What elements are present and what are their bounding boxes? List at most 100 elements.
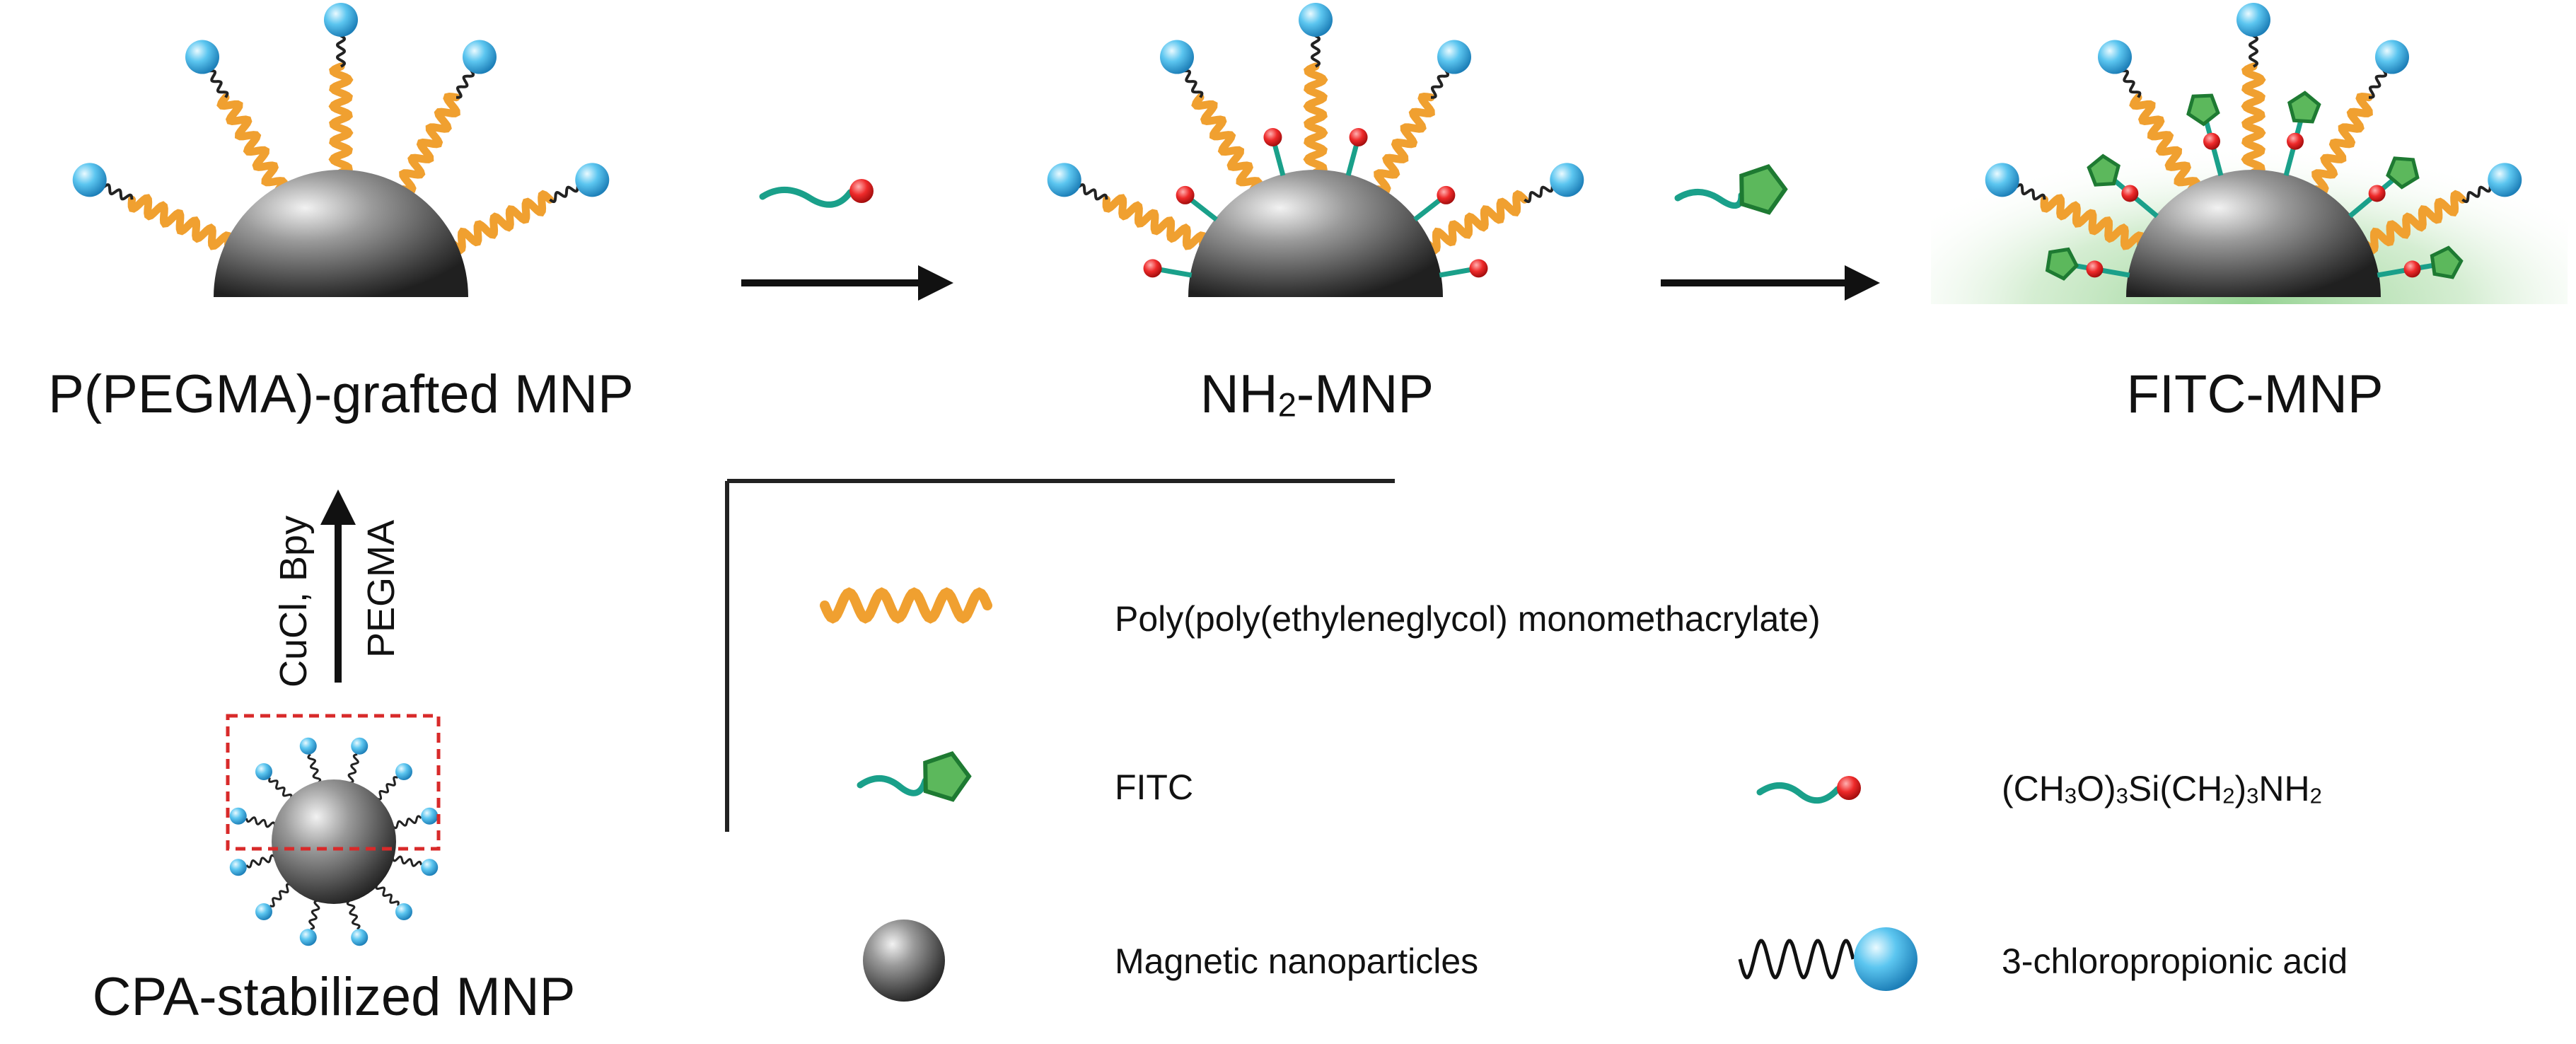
fitc-pentagon: [2087, 153, 2120, 187]
pegma-chain: [450, 190, 554, 255]
legend-silane-label: (CH3O)3Si(CH2)3NH2: [2002, 769, 2322, 808]
reaction-conditions-catalyst: CuCl, Bpy: [272, 515, 315, 688]
cpa-ligand-sphere: [421, 859, 439, 876]
cpa-ligand-sphere: [299, 929, 317, 946]
cpa-ligand-tether: [391, 855, 423, 867]
amine-silane-reagent-icon: [759, 179, 874, 208]
cpa-ligand-tether: [268, 777, 293, 799]
cpa-ligand-sphere: [421, 807, 439, 825]
cpa-sphere: [575, 163, 610, 197]
cpa-ligand-tether: [375, 884, 400, 906]
amine-dot: [1143, 259, 1162, 278]
cpa-sphere: [185, 40, 219, 74]
mnp-hemisphere-3: [2126, 170, 2381, 297]
mnp-hemisphere-1: [214, 170, 468, 297]
label-nh2-mnp: NH2-MNP: [1200, 364, 1434, 424]
amine-dot: [1437, 185, 1456, 204]
cpa-sphere: [2098, 40, 2132, 74]
fitc-pentagon: [2045, 247, 2079, 281]
legend-silane-icon: [1756, 776, 1861, 804]
cpa-ligand-tether: [307, 753, 322, 784]
cpa-ligand-tether: [245, 816, 277, 828]
cpa-sphere: [1985, 163, 2019, 197]
cpa-sphere: [1047, 163, 1081, 197]
label-cpa-stabilized-mnp: CPA-stabilized MNP: [92, 967, 576, 1027]
pegma-chain: [1303, 62, 1328, 177]
thiourea-dot: [2121, 185, 2139, 202]
label-pegma-grafted-mnp: P(PEGMA)-grafted MNP: [48, 364, 634, 424]
cpa-ligand-sphere: [395, 903, 412, 920]
thiourea-dot: [2287, 132, 2304, 150]
fitc-reagent-icon: [1674, 163, 1788, 215]
cpa-ligand-sphere: [255, 903, 273, 920]
cpa-ligand-sphere: [229, 807, 247, 825]
pegma-chain: [216, 93, 288, 194]
cpa-ligand-sphere: [351, 929, 369, 946]
mnp-hemisphere-2: [1188, 170, 1443, 297]
legend-pegma-label: Poly(poly(ethyleneglycol) monomethacryla…: [1115, 599, 1821, 639]
cpa-sphere: [1299, 3, 1333, 37]
cpa-ligand-tether: [308, 899, 320, 931]
pegma-chain: [328, 62, 354, 177]
cpa-sphere: [2488, 163, 2522, 197]
cpa-sphere: [2236, 3, 2270, 37]
legend-pegma-icon: [820, 587, 992, 624]
pegma-chain: [2129, 93, 2200, 194]
cpa-sphere: [72, 163, 107, 197]
pegma-chain: [1425, 190, 1528, 255]
pegma-chain: [1191, 93, 1263, 194]
pegma-grafted-chains: [72, 3, 610, 255]
amine-linker-chains: [1047, 3, 1584, 255]
pegma-chain: [2311, 92, 2373, 195]
cpa-ligand-tether: [391, 815, 422, 830]
pegma-chain: [1102, 194, 1207, 250]
pegma-chain: [2241, 62, 2266, 177]
fitc-labelled-chains: [1985, 3, 2522, 255]
fitc-surface-groups: [2045, 91, 2464, 281]
legend-cpa-label: 3-chloropropionic acid: [2002, 941, 2348, 981]
fitc-pentagon: [2287, 91, 2321, 124]
cpa-sphere: [2375, 40, 2409, 74]
legend-fitc-label: FITC: [1115, 767, 1194, 807]
cpa-mnp-sphere: [272, 779, 396, 904]
cpa-sphere: [324, 3, 358, 37]
amine-dot: [1469, 259, 1488, 278]
pegma-chain: [1374, 92, 1435, 195]
fitc-pentagon: [2430, 245, 2464, 279]
legend-fitc-icon: [857, 750, 972, 802]
cpa-ligand-sphere: [255, 763, 273, 781]
pegma-chain: [399, 92, 460, 195]
amine-dot: [1349, 127, 1368, 146]
legend-mnp-icon: [863, 920, 945, 1002]
thiourea-dot: [2203, 132, 2220, 150]
pegma-chain: [127, 194, 233, 250]
reaction-conditions-monomer: PEGMA: [360, 519, 402, 658]
cpa-mnp-highlight-box: [226, 714, 441, 851]
fitc-pentagon: [2186, 93, 2220, 127]
pegma-chain: [2362, 190, 2466, 255]
legend-cpa-icon: [1738, 927, 1918, 991]
cpa-ligand-tether: [346, 899, 361, 930]
cpa-ligand-tether: [245, 854, 277, 869]
fitc-pentagon: [2386, 156, 2420, 190]
amine-surface-groups: [1143, 127, 1488, 278]
legend-frame: [725, 479, 1395, 832]
cpa-sphere: [463, 40, 497, 74]
cpa-sphere: [1550, 163, 1584, 197]
cpa-ligand-tether: [376, 776, 398, 801]
cpa-ligand-sphere: [229, 859, 247, 876]
cpa-ligand-tether: [347, 753, 359, 784]
cpa-sphere: [1160, 40, 1194, 74]
cpa-ligand-tether: [269, 883, 291, 907]
cpa-sphere: [1437, 40, 1471, 74]
legend-mnp-label: Magnetic nanoparticles: [1115, 941, 1479, 981]
thiourea-dot: [2403, 260, 2421, 278]
amine-dot: [1263, 127, 1282, 146]
cpa-ligand-sphere: [351, 737, 369, 755]
pegma-chain: [2040, 194, 2145, 250]
label-fitc-mnp: FITC-MNP: [2126, 364, 2384, 424]
cpa-ligand-sphere: [395, 763, 412, 781]
amine-dot: [1176, 185, 1195, 204]
